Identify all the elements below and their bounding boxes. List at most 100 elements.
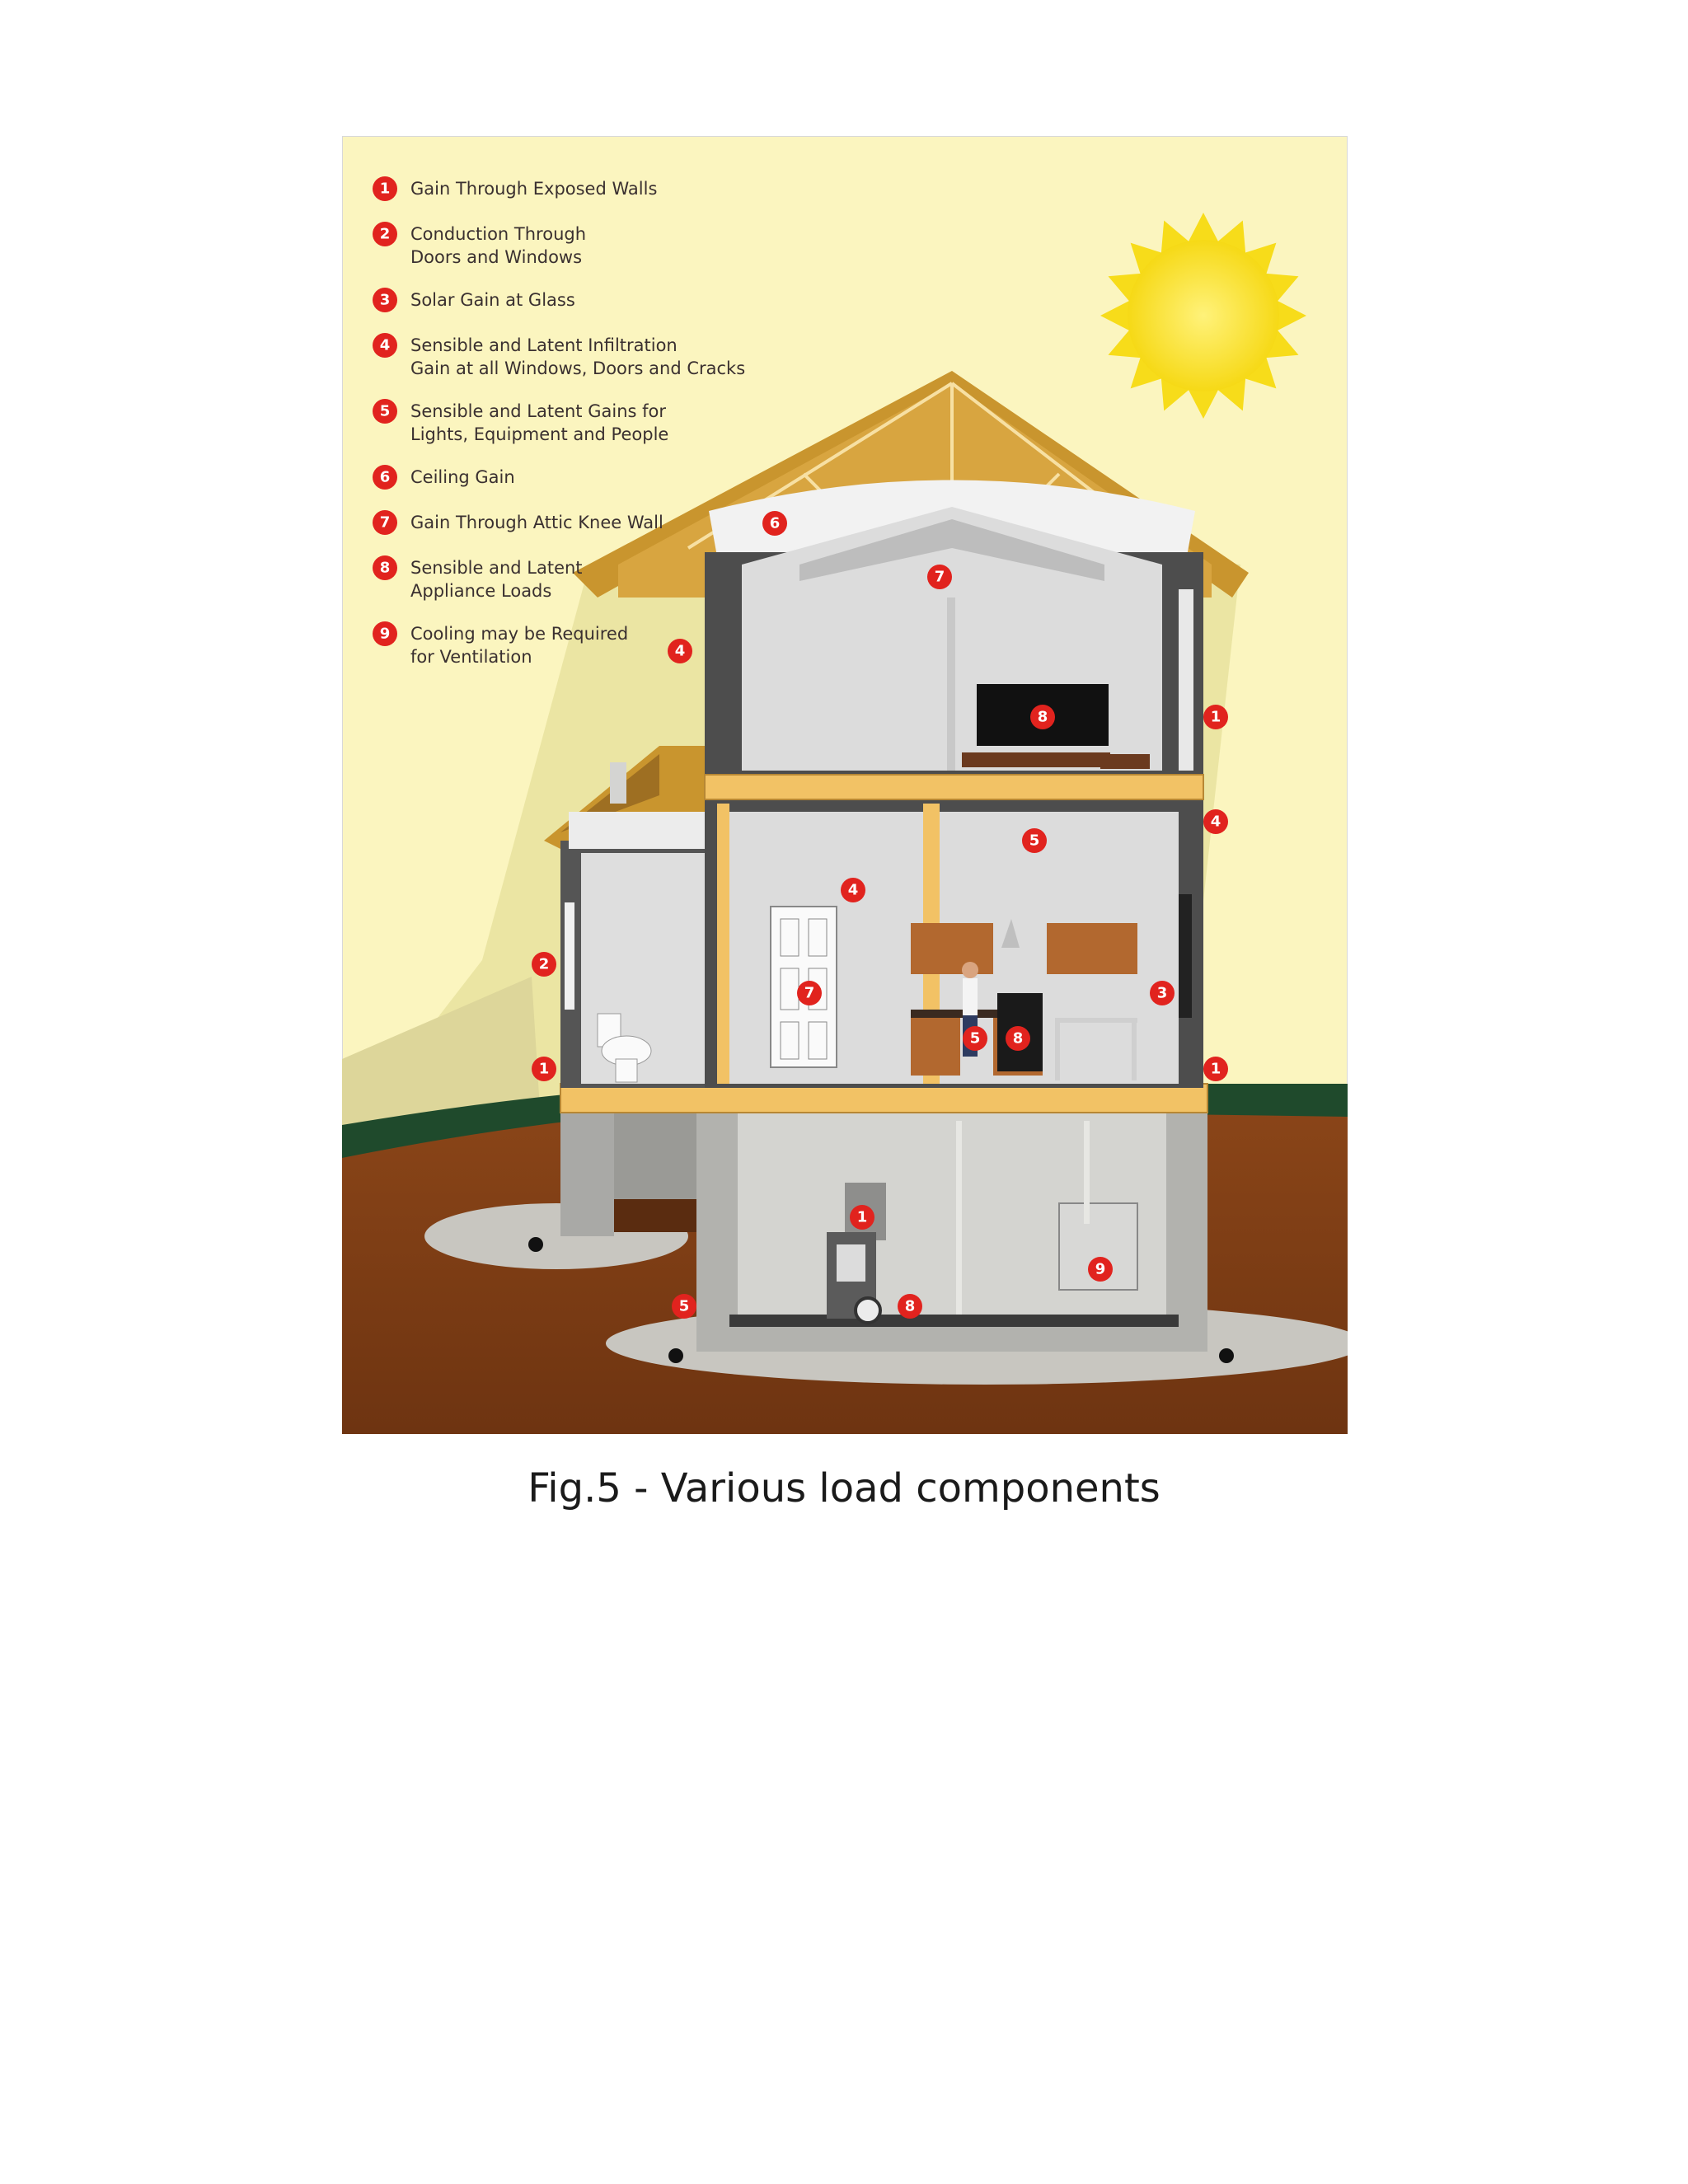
marker-number: 3 — [1157, 985, 1168, 1002]
legend-label: Sensible and Latent Gains for — [410, 401, 666, 421]
marker-8: 8 — [898, 1294, 922, 1319]
legend-marker-icon — [373, 510, 397, 535]
legend-marker-icon — [373, 288, 397, 312]
marker-8: 8 — [1006, 1026, 1030, 1051]
legend-marker-icon — [373, 555, 397, 580]
marker-1: 1 — [1203, 705, 1228, 729]
marker-1: 1 — [1203, 1057, 1228, 1081]
legend-label: Gain at all Windows, Doors and Cracks — [410, 359, 745, 378]
marker-icon — [762, 511, 787, 536]
first-floor-slab — [560, 1083, 1208, 1113]
legend-marker-icon — [373, 222, 397, 246]
legend-label: Sensible and Latent — [410, 558, 583, 578]
marker-icon — [841, 878, 865, 902]
legend-number: 1 — [380, 180, 391, 198]
marker-5: 5 — [1022, 828, 1047, 853]
marker-number: 2 — [539, 956, 550, 973]
legend-item-1: 1 Gain Through Exposed Walls — [373, 176, 657, 201]
legend-marker-icon — [373, 333, 397, 358]
legend-label: Cooling may be Required — [410, 624, 628, 644]
marker-icon — [963, 1026, 987, 1051]
legend-label: Ceiling Gain — [410, 467, 515, 487]
marker-number: 4 — [1211, 813, 1221, 831]
marker-number: 6 — [770, 515, 781, 532]
legend-number: 3 — [380, 292, 391, 309]
marker-icon — [1088, 1257, 1113, 1282]
marker-icon — [1150, 981, 1175, 1005]
marker-icon — [1030, 705, 1055, 729]
marker-number: 1 — [1211, 1061, 1221, 1078]
marker-1: 1 — [850, 1205, 874, 1230]
legend-label: Doors and Windows — [410, 247, 582, 267]
marker-icon — [672, 1294, 696, 1319]
legend-number: 7 — [380, 514, 391, 532]
marker-number: 5 — [1029, 832, 1040, 850]
marker-number: 8 — [1038, 709, 1048, 726]
legend: 1 Gain Through Exposed Walls 2 Conduction T… — [373, 176, 745, 667]
marker-icon — [1203, 1057, 1228, 1081]
legend-label: Gain Through Exposed Walls — [410, 179, 657, 199]
marker-number: 4 — [675, 643, 686, 660]
legend-label: Lights, Equipment and People — [410, 424, 668, 444]
legend-item-6: 6 Ceiling Gain — [373, 465, 515, 490]
marker-icon — [898, 1294, 922, 1319]
marker-icon — [927, 565, 952, 589]
marker-5: 5 — [963, 1026, 987, 1051]
marker-icon — [532, 1057, 556, 1081]
marker-number: 8 — [1013, 1030, 1024, 1047]
legend-number: 2 — [380, 226, 391, 243]
house-load-diagram: 1 Gain Through Exposed Walls 2 Conduction T… — [342, 136, 1348, 1434]
legend-label: for Ventilation — [410, 647, 532, 667]
basement-floor — [729, 1315, 1179, 1327]
marker-icon — [668, 639, 692, 663]
marker-number: 1 — [1211, 709, 1221, 726]
marker-number: 9 — [1095, 1261, 1106, 1278]
marker-3: 3 — [1150, 981, 1175, 1005]
legend-marker-icon — [373, 465, 397, 490]
marker-number: 5 — [970, 1030, 981, 1047]
legend-marker-icon — [373, 621, 397, 646]
legend-label: Conduction Through — [410, 224, 586, 244]
marker-4: 4 — [668, 639, 692, 663]
marker-4: 4 — [1203, 809, 1228, 834]
marker-8: 8 — [1030, 705, 1055, 729]
marker-icon — [1203, 809, 1228, 834]
legend-number: 8 — [380, 560, 391, 577]
legend-number: 4 — [380, 337, 391, 354]
marker-number: 8 — [905, 1298, 916, 1315]
legend-marker-icon — [373, 399, 397, 424]
marker-2: 2 — [532, 952, 556, 977]
marker-7: 7 — [797, 981, 822, 1005]
marker-icon — [1203, 705, 1228, 729]
marker-number: 7 — [935, 569, 945, 586]
marker-number: 4 — [848, 882, 859, 899]
legend-marker-icon — [373, 176, 397, 201]
marker-icon — [532, 952, 556, 977]
legend-number: 5 — [380, 403, 391, 420]
marker-icon — [850, 1205, 874, 1230]
marker-4: 4 — [841, 878, 865, 902]
marker-number: 1 — [857, 1209, 868, 1226]
legend-label: Solar Gain at Glass — [410, 290, 575, 310]
marker-1: 1 — [532, 1057, 556, 1081]
figure-caption: Fig.5 - Various load components — [528, 1465, 1160, 1511]
legend-item-3: 3 Solar Gain at Glass — [373, 288, 575, 312]
legend-number: 6 — [380, 469, 391, 486]
marker-number: 1 — [539, 1061, 550, 1078]
legend-item-9: 9 Cooling may be Required for Ventilation — [373, 621, 628, 667]
marker-5: 5 — [672, 1294, 696, 1319]
legend-number: 9 — [380, 626, 391, 643]
marker-icon — [1006, 1026, 1030, 1051]
legend-label: Sensible and Latent Infiltration — [410, 335, 678, 355]
marker-number: 5 — [679, 1298, 690, 1315]
toilet-icon — [597, 1013, 652, 1083]
marker-number: 7 — [804, 985, 815, 1002]
marker-icon — [1022, 828, 1047, 853]
second-floor-slab — [704, 774, 1204, 800]
